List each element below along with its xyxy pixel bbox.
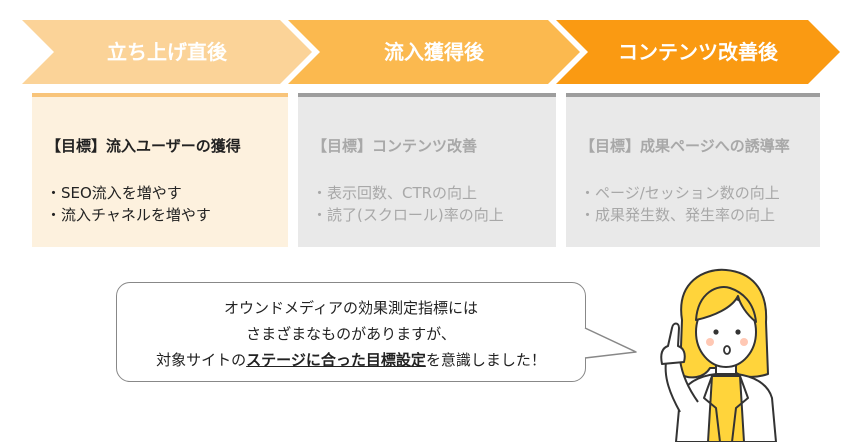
speech-bubble-tail (584, 327, 637, 359)
speech-line-3: 対象サイトのステージに合った目標設定を意識しました！ (117, 347, 585, 373)
stage-arrow-1 (22, 20, 312, 84)
speech-emphasis: ステージに合った目標設定 (246, 351, 426, 369)
goal-card-item: ・SEO流入を増やす (46, 184, 182, 202)
stage-label-2: 流入獲得後 (384, 40, 484, 64)
goal-card-1: 【目標】流入ユーザーの獲得 ・SEO流入を増やす ・流入チャネルを増やす (32, 93, 288, 247)
stage-arrow-2 (288, 20, 580, 84)
speech-line-2: さまざまなものがありますが、 (246, 325, 456, 343)
goal-card-title: 【目標】成果ページへの誘導率 (580, 137, 790, 155)
stage-label-1: 立ち上げ直後 (107, 40, 227, 64)
goal-card-title: 【目標】コンテンツ改善 (312, 137, 478, 155)
goal-card-item: ・成果発生数、発生率の向上 (580, 206, 776, 224)
goal-card-3: 【目標】成果ページへの誘導率 ・ページ/セッション数の向上 ・成果発生数、発生率… (566, 93, 820, 247)
stage-label-3: コンテンツ改善後 (618, 40, 778, 64)
goal-card-item: ・表示回数、CTRの向上 (312, 184, 478, 202)
speech-line-3-before: 対象サイトの (156, 351, 247, 369)
stage-arrows (22, 20, 840, 84)
goal-card-2: 【目標】コンテンツ改善 ・表示回数、CTRの向上 ・読了(スクロール)率の向上 (298, 93, 556, 247)
goal-card-item: ・流入チャネルを増やす (46, 206, 211, 224)
goal-card-item: ・ページ/セッション数の向上 (580, 184, 780, 202)
goal-card-title: 【目標】流入ユーザーの獲得 (46, 137, 241, 155)
speech-bubble: オウンドメディアの効果測定指標には さまざまなものがありますが、 対象サイトのス… (116, 282, 586, 382)
speech-line-3-after: を意識しました！ (425, 351, 546, 369)
goal-card-item: ・読了(スクロール)率の向上 (312, 206, 504, 224)
speech-line-1: オウンドメディアの効果測定指標には (224, 299, 478, 317)
stage-arrow-3 (556, 20, 840, 84)
woman-pointing-illustration (660, 268, 777, 442)
